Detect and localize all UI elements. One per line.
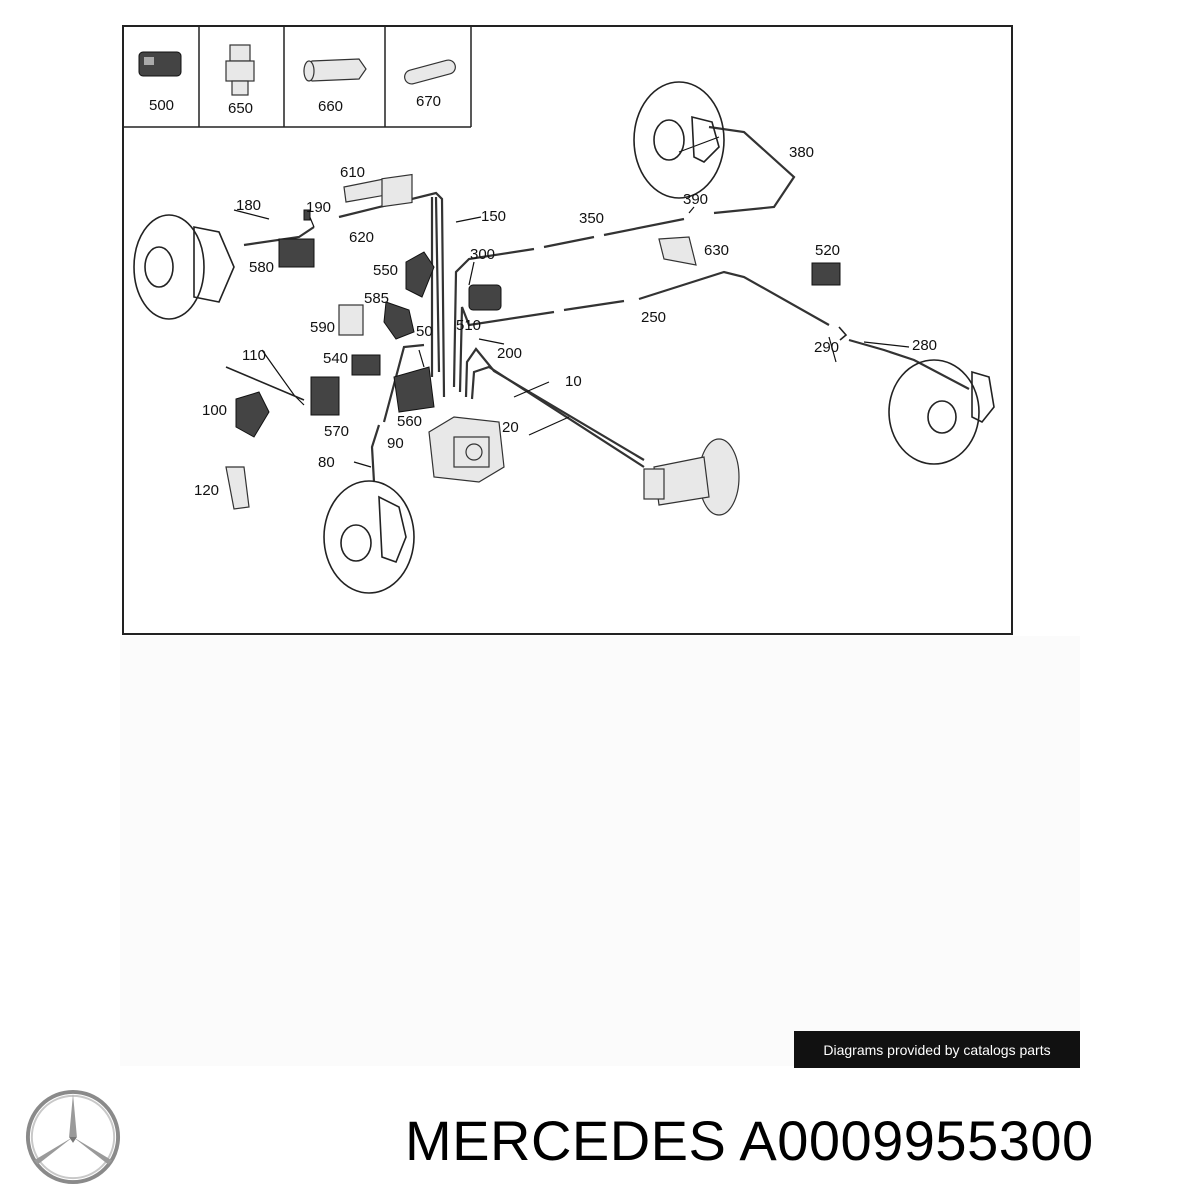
- thumb-label: 500: [149, 97, 174, 114]
- brake-booster: [643, 438, 740, 516]
- callout-label: 250: [641, 309, 666, 326]
- callout-label: 620: [349, 229, 374, 246]
- callout-label: 560: [397, 413, 422, 430]
- brake-lines: [243, 125, 970, 483]
- callout-label: 300: [470, 246, 495, 263]
- callout-label: 610: [340, 164, 365, 181]
- thumb-label: 650: [228, 100, 253, 117]
- mercedes-star-logo: [25, 1089, 121, 1185]
- callout-label: 590: [310, 319, 335, 336]
- hex-union-icon[interactable]: [303, 58, 367, 82]
- callout-label: 390: [683, 191, 708, 208]
- background-panel: [120, 636, 1080, 1066]
- callout-label: 110: [242, 347, 266, 364]
- callout-label: 80: [318, 454, 335, 471]
- callout-label: 540: [323, 350, 348, 367]
- callout-label: 100: [202, 402, 227, 419]
- callout-label: 200: [497, 345, 522, 362]
- abs-hydraulic-unit: [428, 416, 505, 483]
- callout-label: 550: [373, 262, 398, 279]
- callout-label: 570: [324, 423, 349, 440]
- brake-disc-rear-right: [633, 81, 725, 199]
- callout-label: 180: [236, 197, 261, 214]
- callout-label: 190: [306, 199, 331, 216]
- callout-label: 290: [814, 339, 839, 356]
- part-number-title: MERCEDES A0009955300: [405, 1109, 1094, 1172]
- sleeve-icon[interactable]: [403, 59, 457, 86]
- callout-label: 520: [815, 242, 840, 259]
- parts-cluster: [225, 173, 848, 510]
- callout-label: 630: [704, 242, 729, 259]
- parts-diagram-frame: 500 650 660 670: [122, 25, 1013, 635]
- callout-label: 120: [194, 482, 219, 499]
- callout-label: 585: [364, 290, 389, 307]
- parts-diagram: 500 650 660 670: [124, 27, 995, 594]
- thumbnail-strip: 500 650 660 670: [124, 27, 472, 128]
- sensor-connector-icon[interactable]: [138, 51, 182, 77]
- callout-label: 10: [565, 373, 582, 390]
- bleed-valve-icon[interactable]: [225, 44, 255, 96]
- watermark-banner: Diagrams provided by catalogs parts: [794, 1031, 1080, 1068]
- callout-label: 20: [502, 419, 519, 436]
- callout-labels: 610 180 190 150 350 390 380 620 580 550 …: [194, 144, 937, 499]
- callout-label: 280: [912, 337, 937, 354]
- callout-label: 50: [416, 323, 433, 340]
- brake-disc-rear-left: [888, 359, 995, 465]
- thumb-label: 660: [318, 98, 343, 115]
- brake-disc-front-right: [323, 480, 415, 594]
- callout-label: 350: [579, 210, 604, 227]
- callout-label: 150: [481, 208, 506, 225]
- callout-label: 580: [249, 259, 274, 276]
- thumb-label: 670: [416, 93, 441, 110]
- brake-disc-front-left: [133, 214, 235, 320]
- callout-label: 90: [387, 435, 404, 452]
- callout-label: 380: [789, 144, 814, 161]
- callout-label: 510: [456, 317, 481, 334]
